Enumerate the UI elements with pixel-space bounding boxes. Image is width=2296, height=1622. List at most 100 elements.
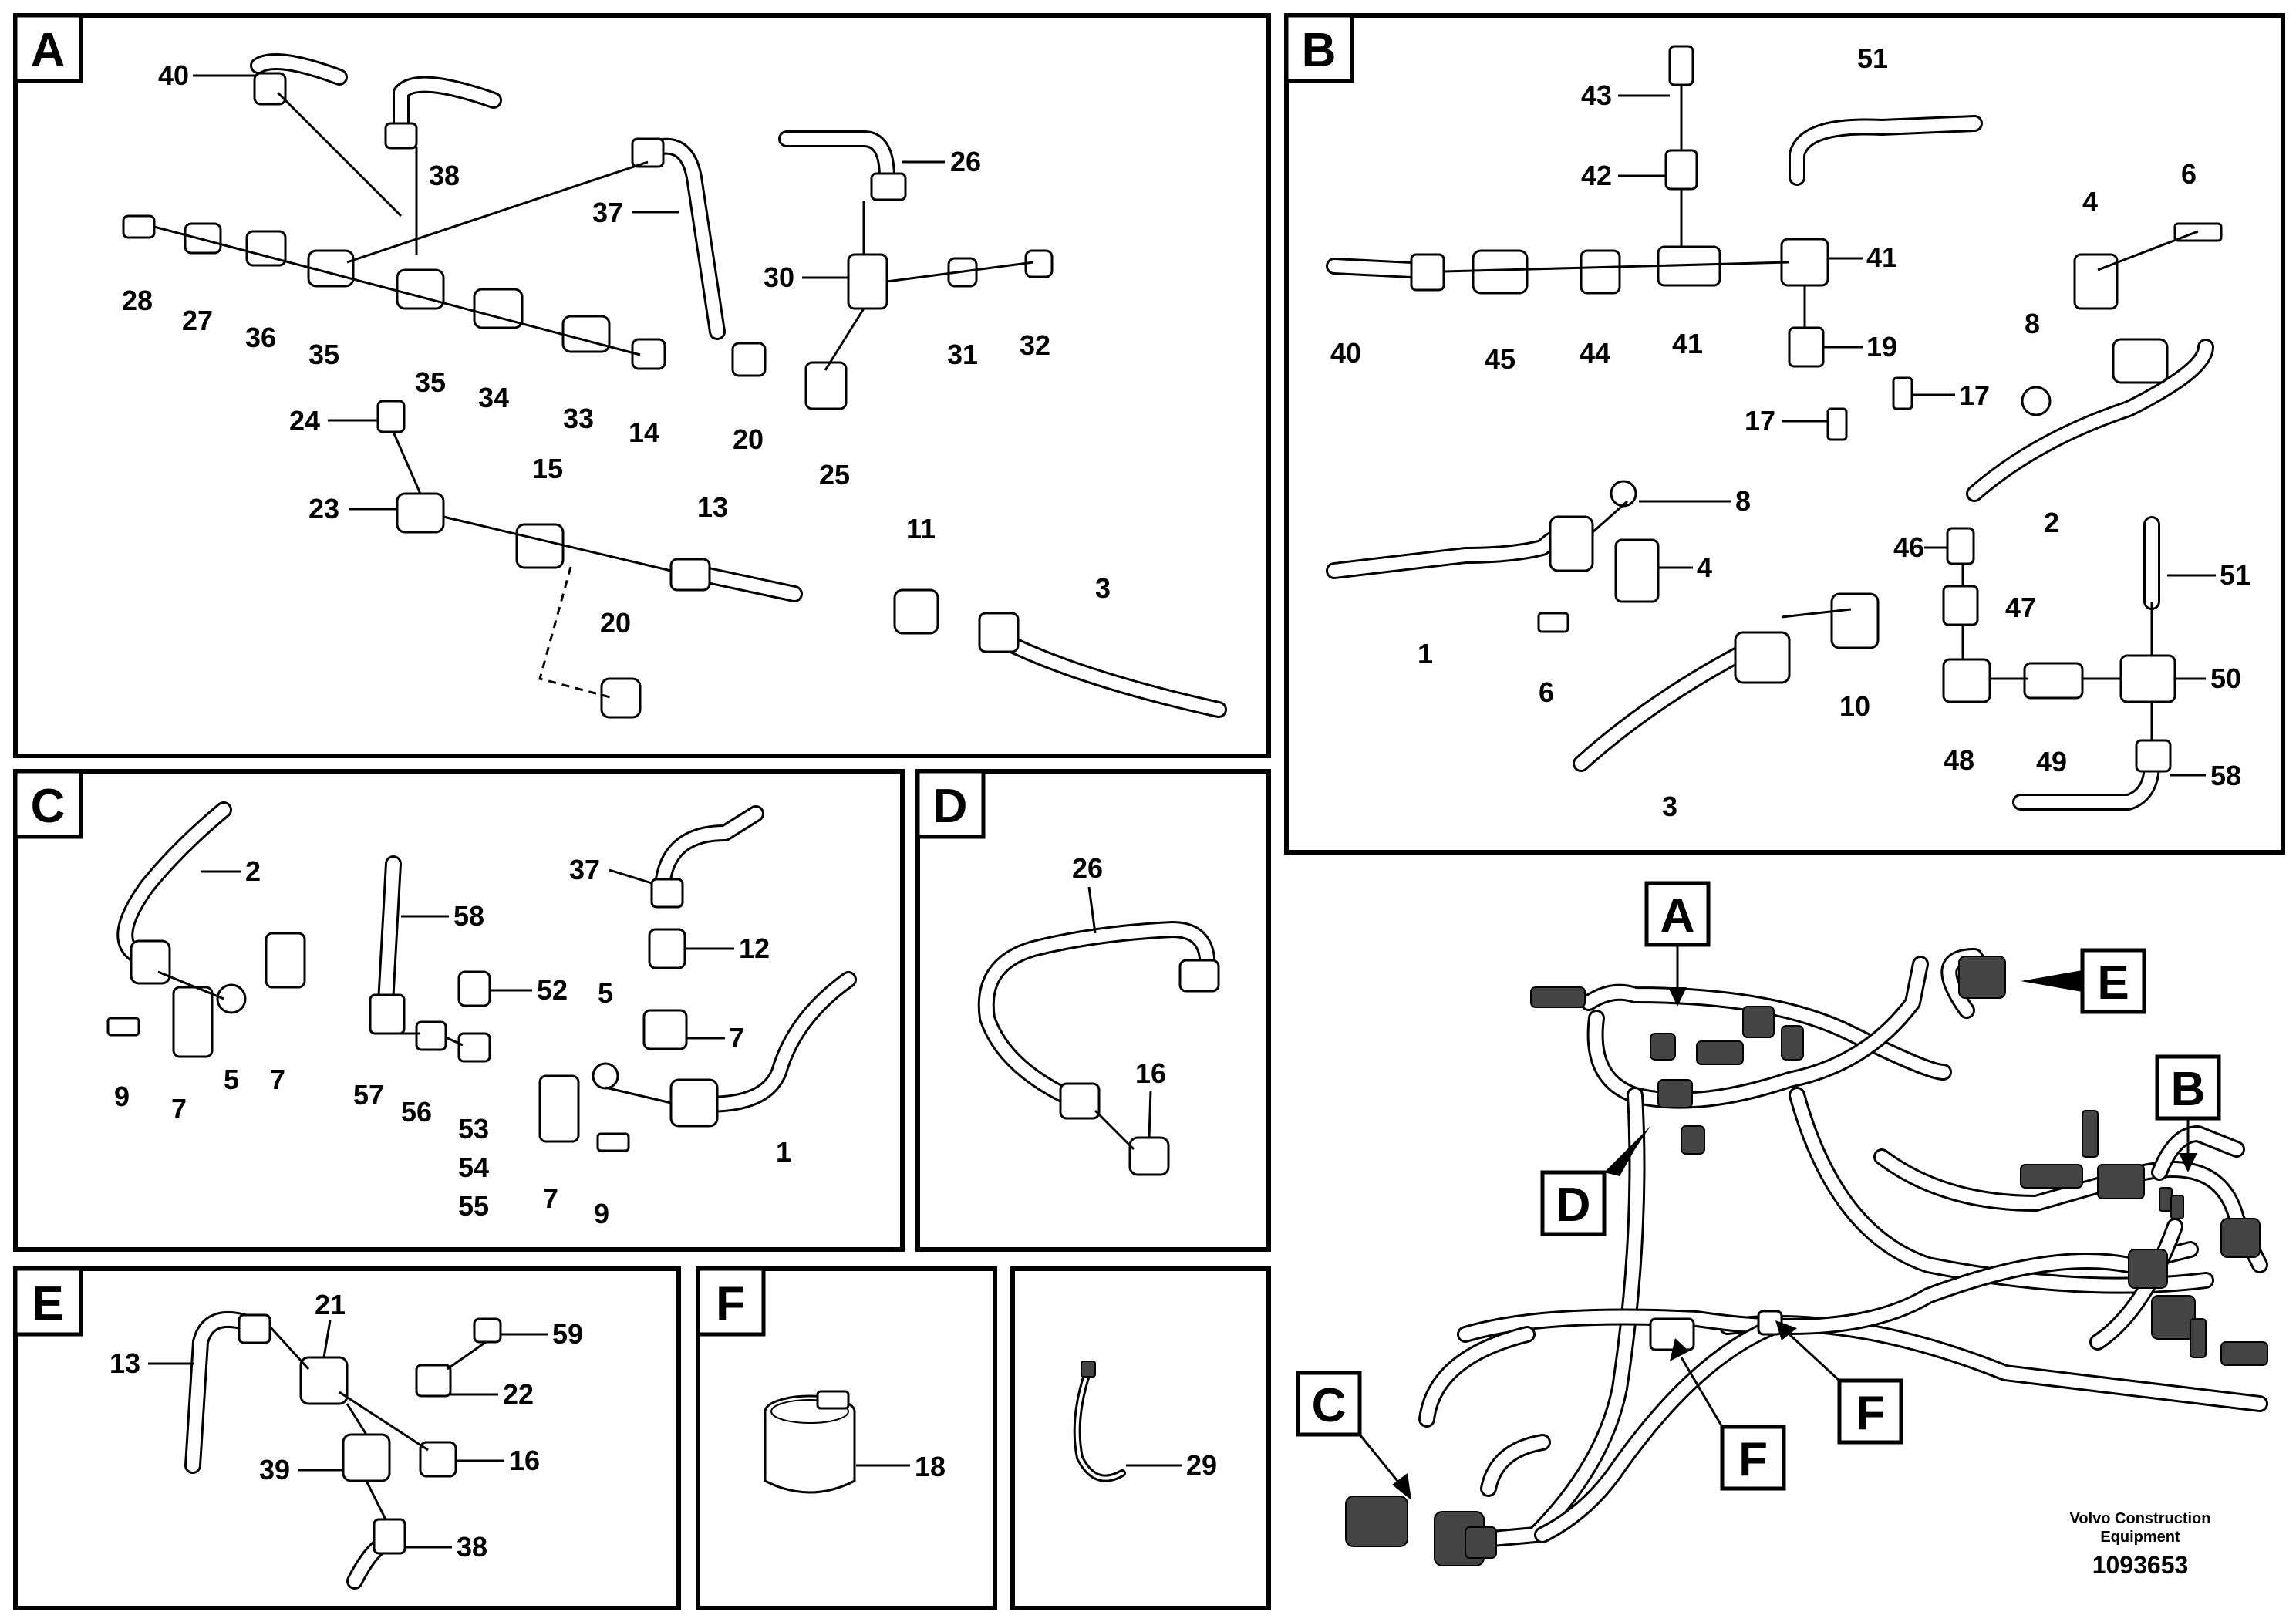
label-a-32: 32 bbox=[1020, 329, 1050, 361]
overview-fittings bbox=[1345, 956, 2268, 1566]
fitting-28 bbox=[122, 214, 156, 239]
fitting-row-b bbox=[1410, 45, 2223, 773]
fitting-25 bbox=[804, 361, 848, 410]
fitting-e16 bbox=[419, 1441, 457, 1478]
label-b-6a: 6 bbox=[2181, 158, 2197, 190]
label-c-54: 54 bbox=[458, 1152, 489, 1183]
fitting-row-a bbox=[122, 72, 1054, 719]
label-e-22: 22 bbox=[503, 1378, 534, 1410]
overview-assembly: A E B D C F bbox=[1296, 881, 2268, 1566]
panel-d: D 26 16 bbox=[915, 769, 1271, 1252]
label-c-7b: 7 bbox=[171, 1093, 187, 1125]
label-b-43: 43 bbox=[1581, 79, 1612, 111]
label-b-8b: 8 bbox=[1735, 485, 1751, 517]
panel-f1-tag bbox=[696, 1266, 766, 1337]
panel-d-tag bbox=[915, 769, 986, 839]
label-a-14: 14 bbox=[629, 416, 659, 448]
fitting-b58-nut bbox=[2135, 739, 2172, 773]
panel-b-tag bbox=[1284, 13, 1354, 83]
label-c-5b: 5 bbox=[598, 977, 613, 1009]
label-b-42: 42 bbox=[1581, 160, 1612, 191]
fitting-e59 bbox=[473, 1317, 502, 1344]
ov-fitting-12 bbox=[2170, 1195, 2184, 1219]
panel-e-tag bbox=[13, 1266, 83, 1337]
ov-fitting-18 bbox=[1681, 1125, 1705, 1155]
fitting-b4b bbox=[1614, 538, 1660, 603]
fitting-35b bbox=[396, 268, 445, 310]
ov-fitting-10 bbox=[2082, 1110, 2099, 1158]
panel-f1-letter: F bbox=[716, 1277, 745, 1330]
panel-b-frame bbox=[1284, 13, 2285, 855]
bolt-b6b bbox=[1537, 612, 1569, 633]
panel-f2: 29 bbox=[1010, 1266, 1271, 1610]
callout-d-letter: D bbox=[1556, 1179, 1591, 1232]
callout-f1-box bbox=[1720, 1425, 1786, 1491]
panel-e-letter: E bbox=[32, 1277, 63, 1330]
ov-clamp-f1 bbox=[1649, 1317, 1695, 1351]
clamp-c7c bbox=[642, 1009, 688, 1050]
fitting-20a bbox=[731, 342, 767, 377]
callout-a-letter: A bbox=[1660, 889, 1695, 943]
label-c-57: 57 bbox=[353, 1079, 384, 1111]
fitting-c1-flange bbox=[669, 1078, 719, 1128]
label-b-10: 10 bbox=[1839, 690, 1870, 722]
fitting-3-nut bbox=[978, 612, 1020, 653]
label-e-59: 59 bbox=[552, 1318, 583, 1350]
label-b-46: 46 bbox=[1893, 531, 1924, 563]
ov-fitting-14 bbox=[2128, 1249, 2168, 1289]
label-a-24: 24 bbox=[289, 405, 320, 437]
footer-brand: Volvo Construction Equipment 1093653 bbox=[2070, 1510, 2211, 1579]
fitting-e39 bbox=[342, 1433, 391, 1482]
label-a-31: 31 bbox=[947, 339, 978, 370]
fitting-c57 bbox=[369, 993, 406, 1035]
callout-d: D bbox=[1540, 1126, 1650, 1236]
fitting-36 bbox=[245, 230, 287, 267]
label-a-3: 3 bbox=[1095, 572, 1111, 604]
label-a-28: 28 bbox=[122, 285, 153, 316]
fitting-c52 bbox=[457, 970, 491, 1007]
label-b-41b: 41 bbox=[1866, 241, 1897, 273]
label-b-51: 51 bbox=[1857, 42, 1888, 74]
fitting-33 bbox=[561, 315, 611, 353]
panel-b-labels: 43 51 42 6 4 41 40 45 44 41 19 8 17 17 8… bbox=[1330, 42, 2250, 822]
label-a-11: 11 bbox=[906, 513, 936, 545]
clamp-c7d bbox=[538, 1074, 580, 1143]
clamp-c7b bbox=[172, 986, 214, 1058]
fitting-13-nut bbox=[669, 558, 711, 592]
label-e-39: 39 bbox=[259, 1454, 290, 1485]
label-b-8a: 8 bbox=[2025, 308, 2040, 339]
panel-c: C 2 58 37 12 bbox=[13, 769, 905, 1252]
oring-c5b bbox=[592, 1062, 619, 1090]
label-e-21: 21 bbox=[315, 1289, 346, 1320]
fitting-b48 bbox=[1942, 658, 1991, 703]
label-c-56: 56 bbox=[401, 1096, 432, 1128]
panel-a-letter: A bbox=[31, 24, 66, 77]
label-a-36: 36 bbox=[245, 322, 276, 353]
ov-fitting-6 bbox=[1781, 1025, 1804, 1061]
label-a-30: 30 bbox=[764, 261, 794, 293]
fitting-11 bbox=[893, 588, 939, 635]
fitting-b45 bbox=[1472, 249, 1529, 295]
fitting-b43 bbox=[1668, 45, 1694, 86]
callout-b: B bbox=[2155, 1054, 2221, 1172]
callout-f2: F bbox=[1775, 1320, 1903, 1445]
fitting-38-nut bbox=[384, 122, 418, 150]
fitting-d16 bbox=[1128, 1136, 1170, 1176]
fitting-e22 bbox=[415, 1364, 452, 1398]
label-c-7c: 7 bbox=[729, 1022, 744, 1054]
label-a-25: 25 bbox=[819, 459, 850, 491]
fitting-b50 bbox=[2119, 654, 2176, 703]
callout-c-box bbox=[1296, 1371, 1362, 1437]
callout-c: C bbox=[1296, 1371, 1411, 1500]
label-e-16: 16 bbox=[509, 1445, 540, 1476]
label-d-16: 16 bbox=[1135, 1057, 1166, 1089]
panel-f2-frame bbox=[1010, 1266, 1271, 1610]
callout-e: E bbox=[2021, 948, 2146, 1014]
label-b-45: 45 bbox=[1485, 343, 1515, 375]
callout-c-letter: C bbox=[1312, 1379, 1347, 1432]
fitting-c2-flange bbox=[130, 939, 171, 985]
fitting-c37-nut bbox=[650, 878, 684, 909]
label-a-20a: 20 bbox=[733, 423, 764, 455]
fitting-b44 bbox=[1580, 249, 1621, 295]
